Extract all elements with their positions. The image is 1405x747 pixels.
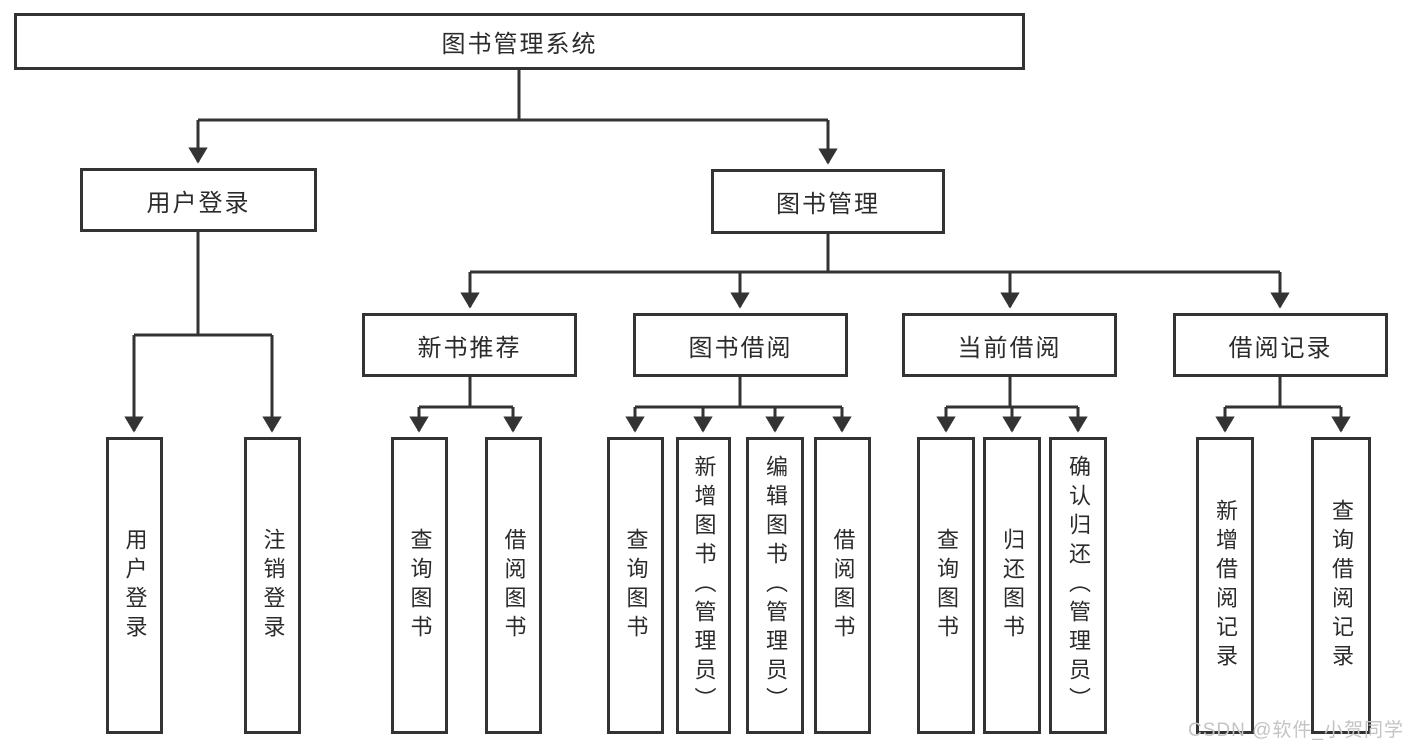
node-book-borrowing-label: 图书借阅	[688, 334, 793, 362]
leaf-confirm-return-admin: 确认归还（管理员）	[1049, 437, 1107, 734]
leaf-borrow-books: 借阅图书	[814, 437, 871, 734]
leaf-return-books-label: 归还图书	[1000, 527, 1025, 644]
leaf-add-borrow-record-label: 新增借阅记录	[1213, 498, 1238, 673]
leaf-add-book-admin: 新增图书（管理员）	[676, 437, 731, 734]
node-book-management-label: 图书管理	[776, 191, 880, 218]
node-borrowing-records-label: 借阅记录	[1228, 334, 1333, 362]
leaf-borrowing-query-books: 查询图书	[607, 437, 664, 734]
leaf-user-login: 用户登录	[106, 437, 163, 734]
node-current-borrowing: 当前借阅	[902, 313, 1117, 377]
leaf-borrow-books-label: 借阅图书	[830, 527, 856, 644]
leaf-add-borrow-record: 新增借阅记录	[1196, 437, 1254, 734]
node-book-management: 图书管理	[711, 169, 945, 234]
leaf-query-borrow-record-label: 查询借阅记录	[1329, 498, 1354, 673]
leaf-recommend-borrow-books: 借阅图书	[485, 437, 542, 734]
leaf-recommend-borrow-books-label: 借阅图书	[501, 527, 527, 644]
leaf-borrowing-query-books-label: 查询图书	[623, 527, 649, 644]
leaf-user-login-label: 用户登录	[122, 527, 148, 644]
leaf-edit-book-admin-label: 编辑图书（管理员）	[763, 455, 788, 716]
leaf-recommend-query-books: 查询图书	[391, 437, 448, 734]
node-new-book-recommend: 新书推荐	[362, 313, 577, 377]
leaf-add-book-admin-label: 新增图书（管理员）	[691, 455, 717, 716]
csdn-watermark: CSDN @软件_小贺同学	[1188, 720, 1404, 741]
leaf-recommend-query-books-label: 查询图书	[407, 527, 433, 644]
leaf-return-books: 归还图书	[983, 437, 1041, 734]
leaf-current-query-books: 查询图书	[917, 437, 975, 734]
root-node-library-system: 图书管理系统	[14, 13, 1025, 70]
leaf-current-query-books-label: 查询图书	[934, 527, 959, 644]
leaf-confirm-return-admin-label: 确认归还（管理员）	[1066, 455, 1091, 716]
node-user-login-label: 用户登录	[146, 189, 251, 217]
leaf-query-borrow-record: 查询借阅记录	[1311, 437, 1371, 734]
node-new-book-recommend-label: 新书推荐	[417, 334, 522, 362]
root-node-label: 图书管理系统	[441, 31, 598, 58]
node-current-borrowing-label: 当前借阅	[957, 334, 1062, 362]
node-book-borrowing: 图书借阅	[633, 313, 848, 377]
node-borrowing-records: 借阅记录	[1173, 313, 1388, 377]
leaf-logout: 注销登录	[244, 437, 301, 734]
leaf-edit-book-admin: 编辑图书（管理员）	[746, 437, 804, 734]
leaf-logout-label: 注销登录	[260, 527, 286, 644]
node-user-login: 用户登录	[80, 168, 317, 232]
